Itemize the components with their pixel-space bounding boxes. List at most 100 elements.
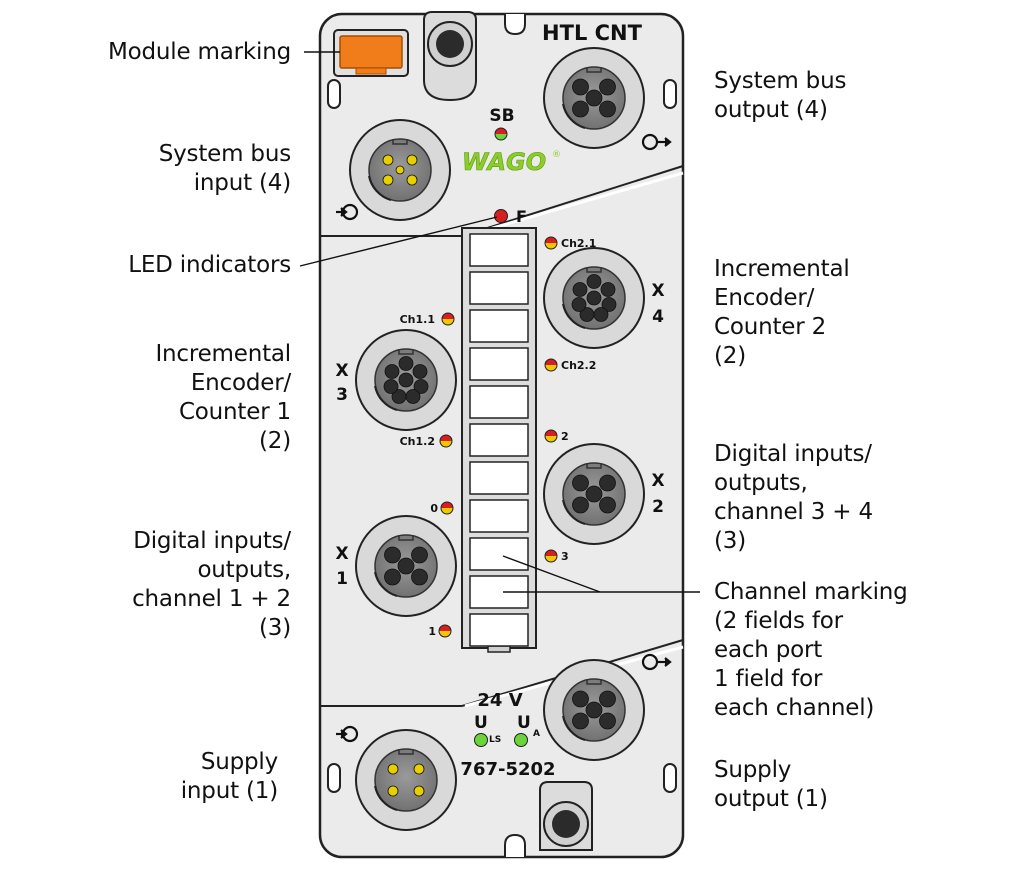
connector-pin <box>599 712 616 730</box>
uls-letter: U <box>474 713 488 733</box>
connector-pin <box>406 154 418 166</box>
connector-pin <box>398 356 414 371</box>
connector-pin <box>572 474 589 492</box>
x1-number: 1 <box>336 569 348 589</box>
system-bus-output-connector <box>543 47 645 149</box>
uls-subscript: LS <box>489 735 501 745</box>
connector-pin <box>599 496 616 514</box>
led-label-ch1-1: Ch1.1 <box>400 313 435 326</box>
callout-led-indicators: LED indicators <box>128 252 291 278</box>
connector-pin <box>601 297 617 312</box>
x2-number: 2 <box>652 497 664 517</box>
x2-digital-io-connector <box>543 443 645 545</box>
callout-system-bus-output: System bus output (4) <box>714 68 847 123</box>
x4-encoder-connector <box>543 247 645 349</box>
callout-channel-marking: Channel marking (2 fields for each port … <box>714 579 908 721</box>
channel-marking-strip <box>461 227 537 653</box>
connector-pin <box>579 307 595 322</box>
x3-number: 3 <box>336 385 348 405</box>
registered-mark: ® <box>552 150 561 160</box>
led-ch2-1 <box>544 236 558 250</box>
connector-pin <box>413 379 429 394</box>
connector-pin <box>411 546 428 564</box>
led-label-2: 2 <box>561 430 569 443</box>
supply-output-connector <box>543 659 645 761</box>
connector-pin <box>599 100 616 118</box>
wago-logo: WAGO <box>462 148 546 176</box>
connector-pin <box>585 701 603 719</box>
connector-pin <box>391 389 407 404</box>
channel-marking-field <box>469 309 529 343</box>
supply-voltage-label: 24 V <box>477 690 522 711</box>
led-label-1: 1 <box>428 625 436 638</box>
x1-digital-io-connector <box>355 515 457 617</box>
led-fault <box>494 209 508 223</box>
led-ch1-1 <box>441 312 455 326</box>
callout-supply-input: Supply input (1) <box>180 749 278 804</box>
channel-marking-field <box>469 347 529 381</box>
system-bus-input-connector <box>349 119 451 221</box>
connector-pin <box>599 474 616 492</box>
led-label-3: 3 <box>561 550 569 563</box>
x3-encoder-connector <box>355 329 457 431</box>
connector-pin <box>572 78 589 96</box>
x3-letter: X <box>335 361 348 381</box>
led-ua <box>514 733 528 747</box>
supply-output-arrow-icon <box>641 653 672 671</box>
channel-marking-field <box>469 385 529 419</box>
callout-digital-io-ch34: Digital inputs/ outputs, channel 3 + 4 (… <box>714 441 873 554</box>
x4-number: 4 <box>652 307 664 327</box>
channel-marking-field <box>469 613 529 647</box>
callout-digital-io-ch12: Digital inputs/ outputs, channel 1 + 2 (… <box>132 528 291 641</box>
led-0 <box>440 501 454 515</box>
top-screw <box>423 11 477 102</box>
channel-marking-field <box>469 423 529 457</box>
connector-pin <box>572 496 589 514</box>
connector-pin <box>398 372 414 388</box>
connector-pin <box>411 568 428 586</box>
led-label-ch2-2: Ch2.2 <box>561 359 596 372</box>
side-slots <box>327 79 677 793</box>
bus-output-arrow-icon <box>641 133 672 151</box>
connector-pin <box>384 568 401 586</box>
bottom-screw <box>539 781 593 851</box>
callout-supply-output: Supply output (1) <box>714 757 828 812</box>
connectors <box>349 47 645 831</box>
connector-pin <box>405 389 421 404</box>
channel-marking-field <box>469 461 529 495</box>
connector-pin <box>599 690 616 708</box>
connector-pin <box>585 485 603 503</box>
x2-letter: X <box>651 471 664 491</box>
connector-pin <box>387 763 399 775</box>
connector-pin <box>593 307 609 322</box>
led-ch1-2 <box>439 434 453 448</box>
top-notch <box>504 14 526 36</box>
connector-pin <box>572 712 589 730</box>
connector-pin <box>406 174 418 186</box>
connector-pin <box>600 282 616 297</box>
connector-pin <box>383 379 399 394</box>
channel-marking-field <box>469 537 529 571</box>
connector-pin <box>384 546 401 564</box>
channel-marking-field <box>469 271 529 305</box>
connector-pin <box>397 557 415 575</box>
connector-pin <box>412 364 428 379</box>
connector-pin <box>382 154 394 166</box>
module-marking-tab <box>333 29 409 77</box>
led-2 <box>544 429 558 443</box>
connector-pin <box>572 100 589 118</box>
connector-pin <box>413 785 425 797</box>
connector-pin <box>395 165 405 175</box>
part-number: 767-5202 <box>460 759 555 780</box>
supply-input-connector <box>355 729 457 831</box>
led-label-ch1-2: Ch1.2 <box>400 435 435 448</box>
callout-encoder-counter-1: Incremental Encoder/ Counter 1 (2) <box>155 341 291 454</box>
bottom-notch <box>504 833 526 857</box>
channel-marking-field <box>469 233 529 267</box>
connector-pin <box>585 89 603 107</box>
sb-label: SB <box>489 106 514 126</box>
connector-pin <box>572 690 589 708</box>
led-3 <box>544 549 558 563</box>
connector-pin <box>586 290 602 306</box>
